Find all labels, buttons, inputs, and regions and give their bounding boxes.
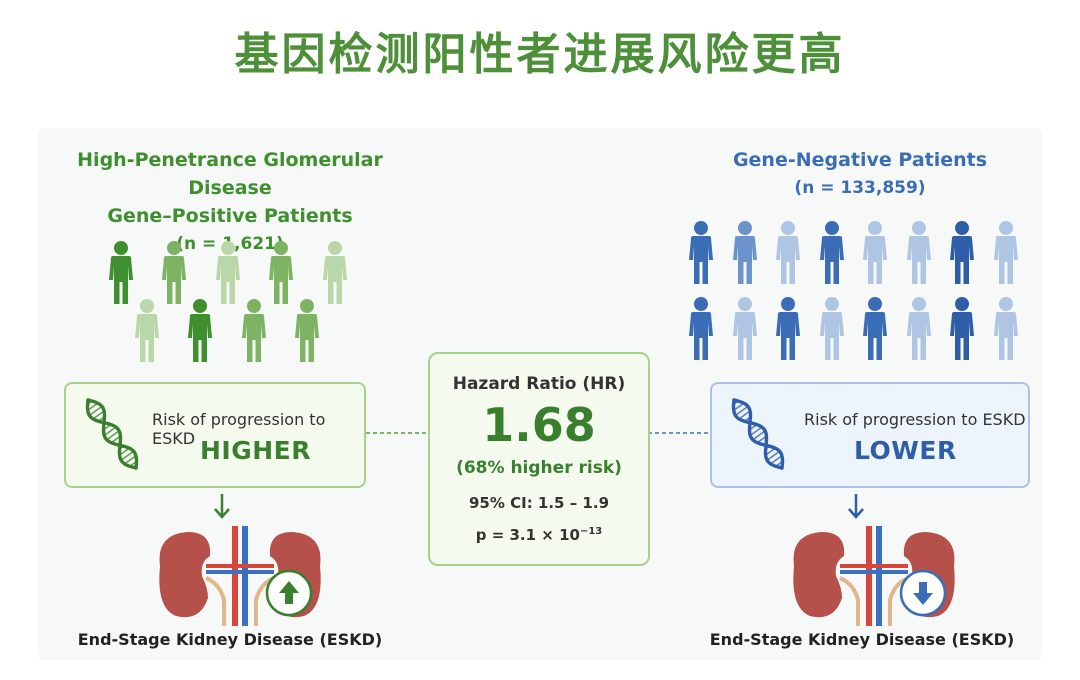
left-group-title: High-Penetrance Glomerular Disease Gene–… <box>40 146 420 258</box>
dna-icon <box>731 398 785 470</box>
person-icon <box>295 299 319 362</box>
person-icon <box>993 221 1018 284</box>
p-value-base: p = 3.1 × 10 <box>475 526 580 544</box>
left-group-title-line2: Gene–Positive Patients <box>107 205 353 227</box>
person-icon <box>863 221 887 284</box>
left-connector-line <box>366 432 430 434</box>
hazard-ratio-subtext: (68% higher risk) <box>456 458 622 478</box>
hazard-ratio-box: Hazard Ratio (HR) 1.68 (68% higher risk)… <box>428 352 650 566</box>
person-icon <box>216 241 240 304</box>
page-title: 基因检测阳性者进展风险更高 <box>234 29 846 80</box>
person-icon <box>950 297 974 360</box>
right-group-title-line1: Gene-Negative Patients <box>732 149 988 171</box>
person-icon <box>732 221 757 284</box>
person-icon <box>863 297 887 360</box>
left-down-arrow-icon <box>214 494 230 519</box>
left-outcome-label: End-Stage Kidney Disease (ESKD) <box>77 630 383 649</box>
right-down-arrow-icon <box>848 494 864 519</box>
person-icon <box>732 297 757 360</box>
person-icon <box>950 221 974 284</box>
person-icon <box>819 297 844 360</box>
person-icon <box>109 241 133 304</box>
person-icon <box>188 299 212 362</box>
right-risk-label: Risk of progression to ESKD <box>804 410 1026 429</box>
hazard-ratio-value: 1.68 <box>482 398 596 452</box>
right-group-count: (n = 133,859) <box>794 178 926 198</box>
hazard-ratio-label: Hazard Ratio (HR) <box>452 374 626 394</box>
p-value: p = 3.1 × 10−13 <box>430 526 648 544</box>
arrow-down-icon <box>899 569 947 617</box>
left-risk-box: Risk of progression to ESKD HIGHER <box>64 382 366 488</box>
person-icon <box>993 297 1018 360</box>
person-icon <box>776 297 800 360</box>
right-connector-line <box>648 432 710 434</box>
person-icon <box>906 297 931 360</box>
left-risk-level: HIGHER <box>200 436 311 465</box>
right-risk-box: Risk of progression to ESKD LOWER <box>710 382 1030 488</box>
person-icon <box>135 299 159 362</box>
left-group-title-line1: High-Penetrance Glomerular Disease <box>77 149 383 199</box>
person-icon <box>689 297 713 360</box>
dna-icon <box>85 398 139 470</box>
right-outcome-label: End-Stage Kidney Disease (ESKD) <box>709 630 1015 649</box>
person-icon <box>269 241 293 304</box>
right-group-title: Gene-Negative Patients (n = 133,859) <box>700 146 1020 202</box>
person-icon <box>776 221 800 284</box>
p-value-exponent: −13 <box>579 526 603 537</box>
person-icon <box>323 241 347 304</box>
arrow-up-icon <box>265 569 313 617</box>
left-risk-label: Risk of progression to ESKD <box>152 410 326 448</box>
person-icon <box>906 221 931 284</box>
confidence-interval: 95% CI: 1.5 – 1.9 <box>468 494 610 512</box>
person-icon <box>819 221 844 284</box>
right-risk-level: LOWER <box>854 436 957 465</box>
person-icon <box>689 221 713 284</box>
person-icon <box>242 299 266 362</box>
person-icon <box>162 241 186 304</box>
